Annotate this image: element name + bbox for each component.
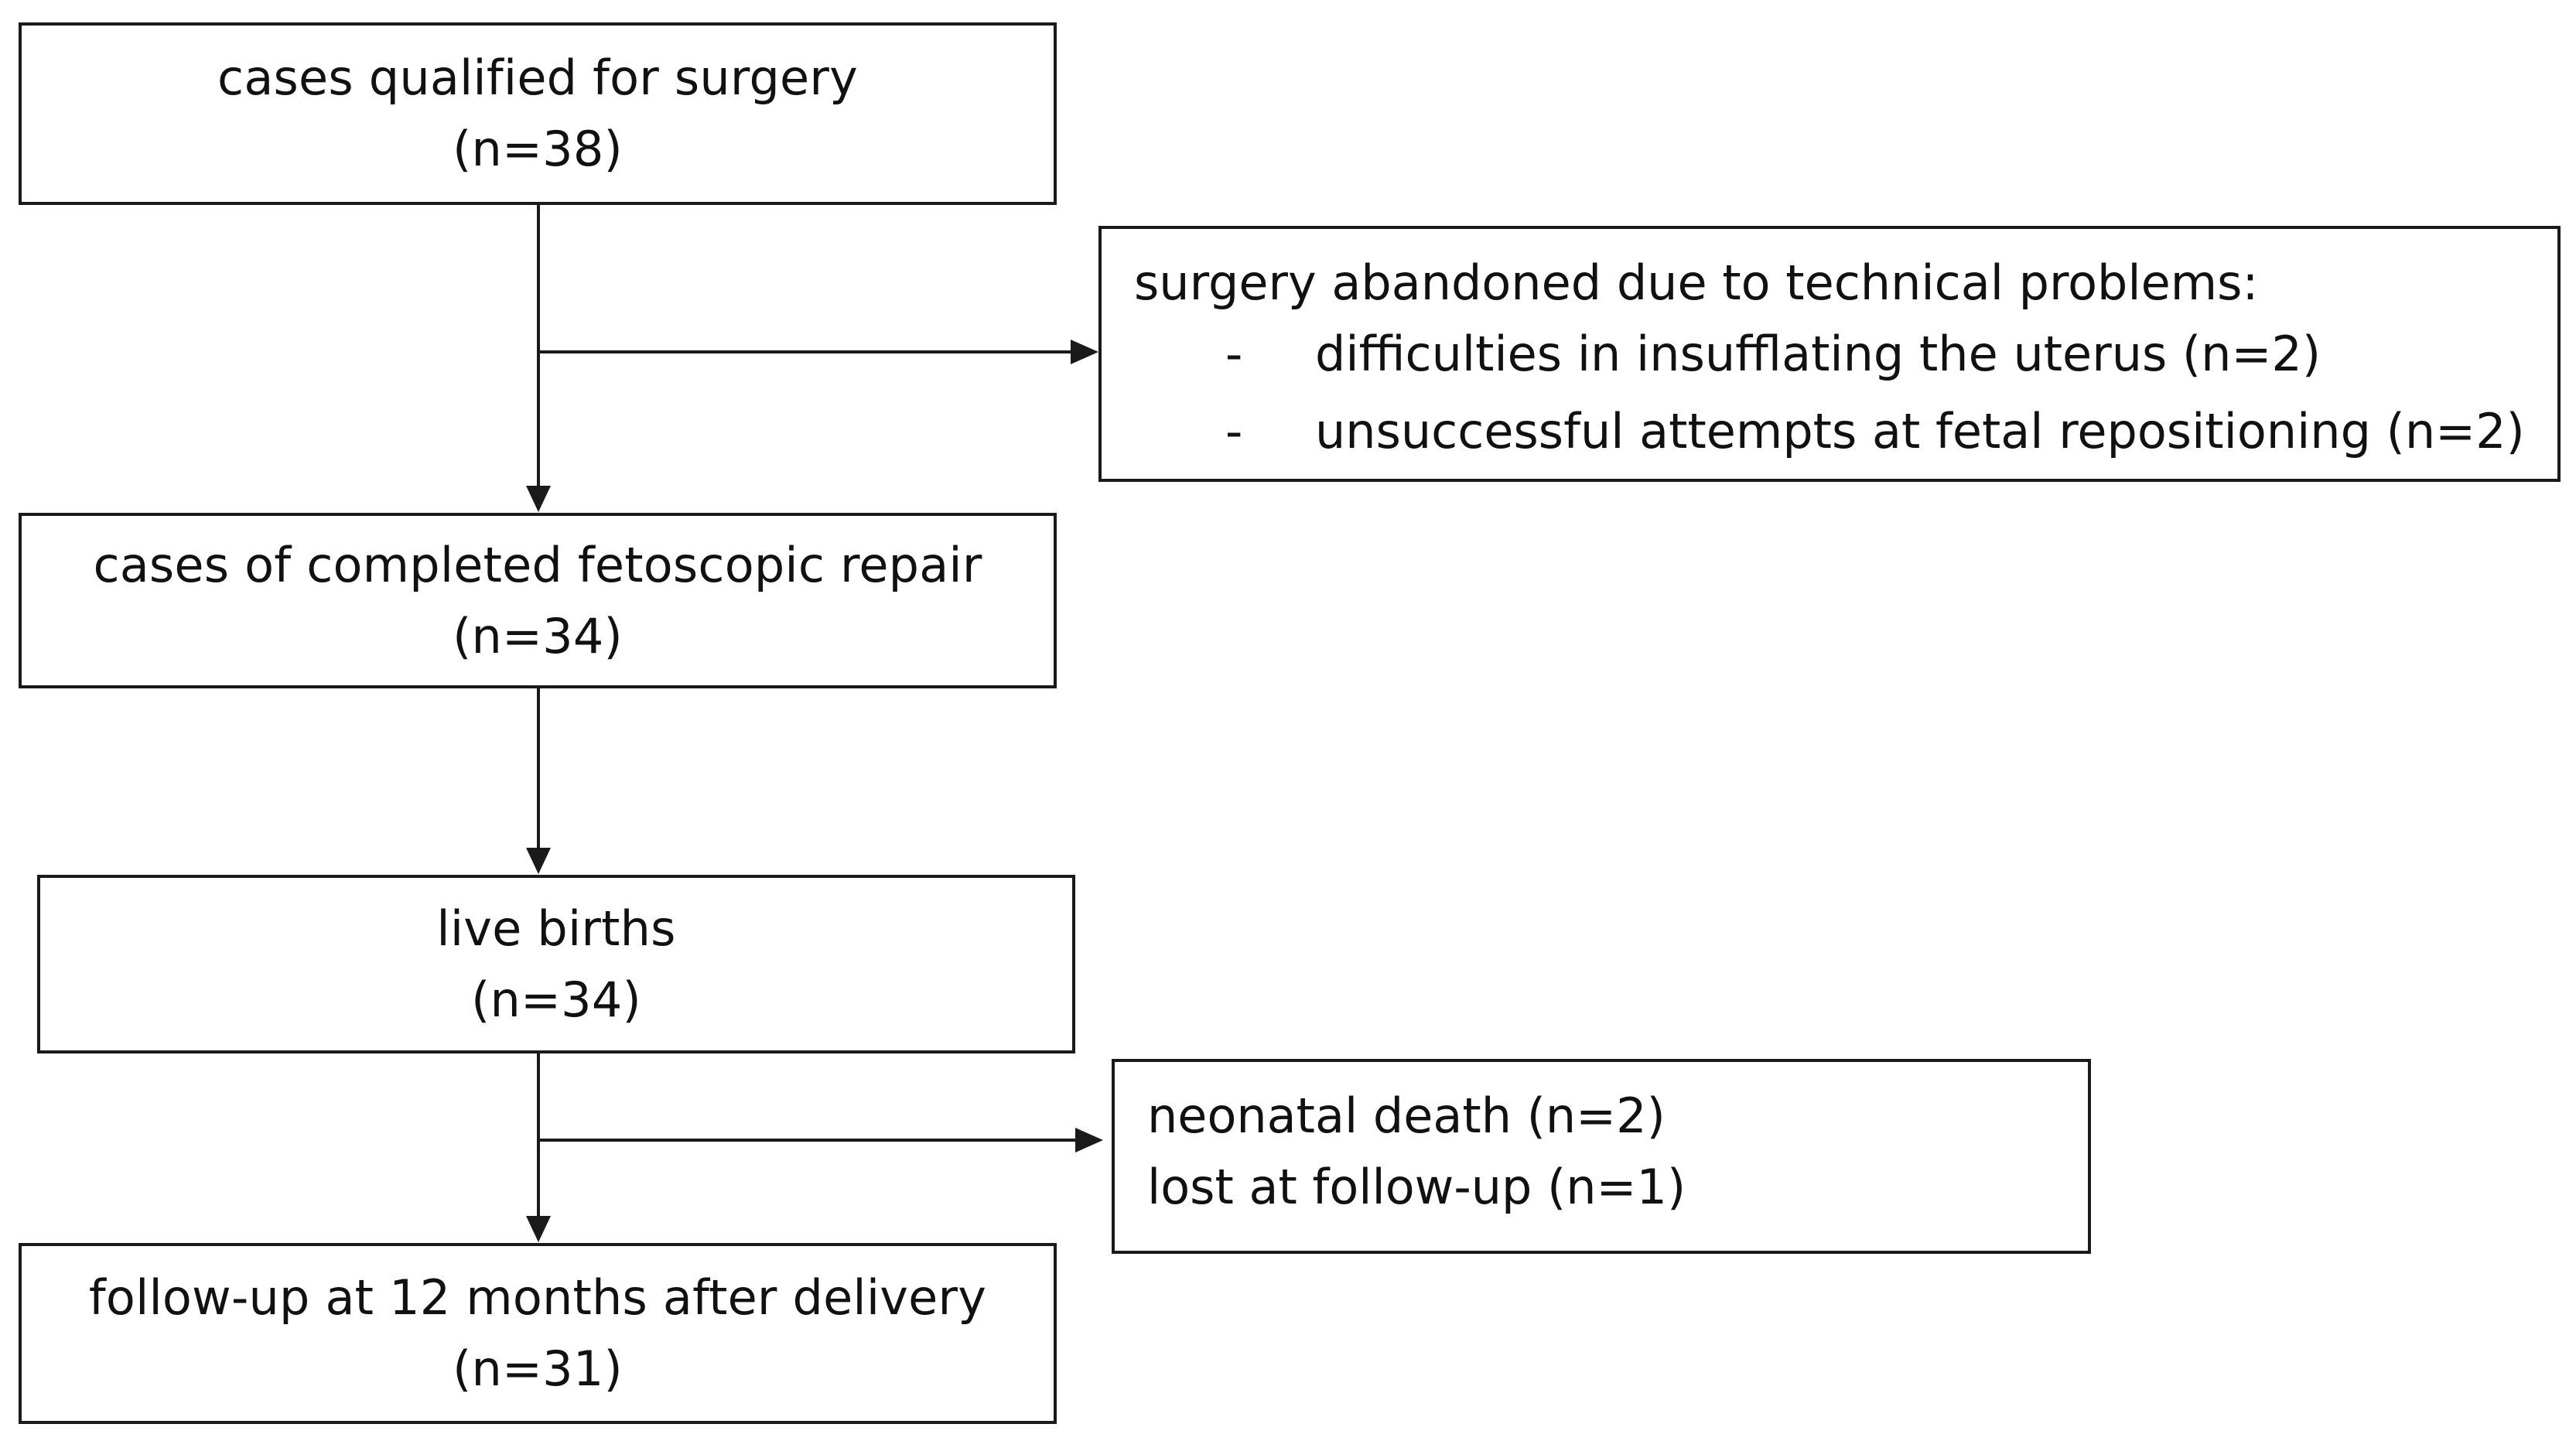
arrowhead-excluded (1075, 1128, 1103, 1152)
box-completed-repair-count: (n=34) (453, 607, 623, 664)
arrowhead-followup (526, 1216, 551, 1242)
arrowhead-live-births (526, 848, 551, 874)
abandoned-item-1-dash: - (1225, 326, 1243, 382)
box-followup-count: (n=31) (453, 1340, 623, 1397)
box-completed-repair: cases of completed fetoscopic repair (n=… (19, 513, 1057, 688)
abandoned-item-1: difficulties in insufflating the uterus … (1315, 326, 2321, 382)
box-excluded: neonatal death (n=2) lost at follow-up (… (1112, 1059, 2091, 1254)
box-cases-qualified-count: (n=38) (453, 121, 623, 177)
box-live-births: live births (n=34) (37, 875, 1075, 1053)
box-followup-title: follow-up at 12 months after delivery (88, 1269, 987, 1326)
arrowhead-abandoned (1071, 340, 1098, 364)
abandoned-item-2-dash: - (1225, 403, 1243, 459)
box-followup: follow-up at 12 months after delivery (n… (19, 1243, 1057, 1424)
box-live-births-title: live births (436, 900, 676, 957)
box-completed-repair-title: cases of completed fetoscopic repair (93, 536, 982, 593)
abandoned-title: surgery abandoned due to technical probl… (1134, 254, 2259, 311)
abandoned-item-2: unsuccessful attempts at fetal repositio… (1315, 403, 2525, 459)
box-surgery-abandoned: surgery abandoned due to technical probl… (1098, 226, 2561, 482)
excluded-line-1: neonatal death (n=2) (1147, 1088, 1666, 1144)
box-cases-qualified: cases qualified for surgery (n=38) (19, 22, 1057, 205)
box-live-births-count: (n=34) (471, 971, 641, 1028)
box-cases-qualified-title: cases qualified for surgery (217, 50, 858, 106)
excluded-line-2: lost at follow-up (n=1) (1147, 1159, 1686, 1215)
arrowhead-completed (526, 486, 551, 512)
